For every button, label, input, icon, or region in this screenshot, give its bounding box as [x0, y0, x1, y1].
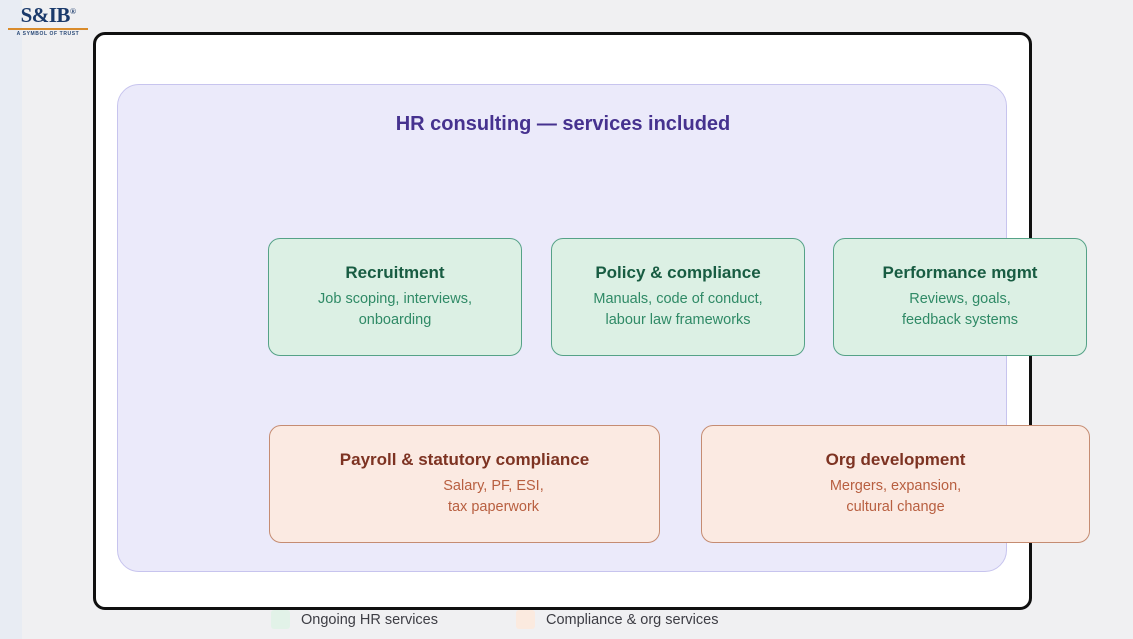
legend-swatch-icon: [271, 610, 290, 629]
brand-logo-mark: S&IB®: [21, 4, 76, 26]
brand-divider: [8, 28, 88, 30]
service-card-recruitment[interactable]: Recruitment Job scoping, interviews, onb…: [268, 238, 522, 356]
service-card-policy-compliance[interactable]: Policy & compliance Manuals, code of con…: [551, 238, 805, 356]
brand-logo-text: S&IB: [20, 3, 71, 27]
service-card-description: Job scoping, interviews, onboarding: [318, 290, 472, 328]
service-card-description: Manuals, code of conduct, labour law fra…: [593, 290, 763, 328]
service-card-description: Mergers, expansion, cultural change: [829, 477, 962, 515]
legend-item-label: Ongoing HR services: [301, 611, 438, 628]
brand-tagline: A SYMBOL OF TRUST: [16, 31, 80, 37]
legend-item-ongoing-hr-services: Ongoing HR services: [271, 610, 438, 629]
legend-swatch-icon: [516, 610, 535, 629]
service-card-title: Payroll & statutory compliance: [339, 450, 590, 470]
service-card-org-development[interactable]: Org development Mergers, expansion, cult…: [701, 425, 1090, 543]
service-card-title: Recruitment: [345, 263, 445, 283]
legend-item-label: Compliance & org services: [546, 611, 719, 628]
registered-trademark-icon: ®: [69, 7, 76, 16]
service-card-description: Reviews, goals, feedback systems: [901, 290, 1019, 328]
service-card-title: Performance mgmt: [882, 263, 1038, 283]
service-card-payroll-statutory-compliance[interactable]: Payroll & statutory compliance Salary, P…: [269, 425, 660, 543]
services-panel: HR consulting — services included Recrui…: [117, 84, 1090, 629]
service-card-performance-mgmt[interactable]: Performance mgmt Reviews, goals, feedbac…: [833, 238, 1087, 356]
legend: Ongoing HR services Compliance & org ser…: [271, 610, 718, 629]
panel-title: HR consulting — services included: [395, 113, 731, 135]
service-card-title: Policy & compliance: [595, 263, 761, 283]
page-left-edge-strip: [0, 0, 22, 639]
brand-logo: S&IB® A SYMBOL OF TRUST: [8, 4, 88, 37]
legend-item-compliance-org-services: Compliance & org services: [516, 610, 718, 629]
service-card-title: Org development: [825, 450, 966, 470]
service-card-description: Salary, PF, ESI, tax paperwork: [443, 477, 544, 515]
